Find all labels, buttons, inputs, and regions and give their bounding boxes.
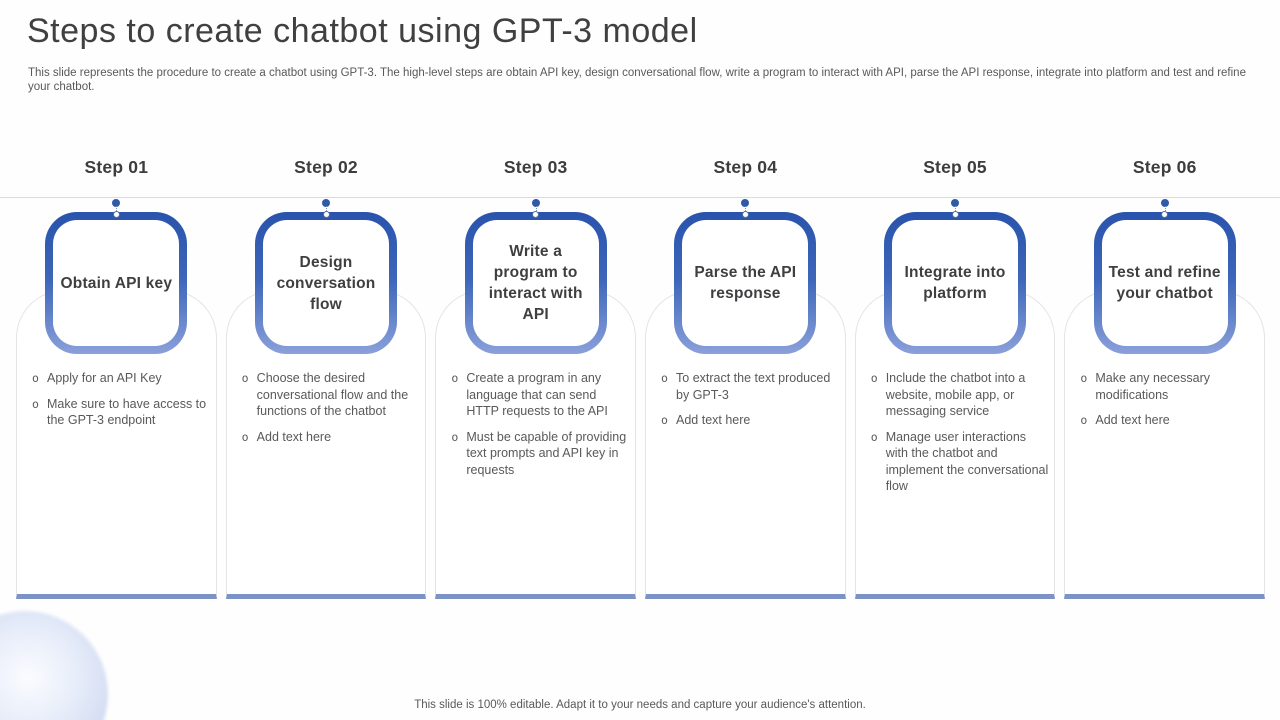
timeline-line <box>0 197 1280 198</box>
connector-node-icon <box>112 211 120 218</box>
bullet-text: Choose the desired conversational flow a… <box>256 371 409 418</box>
step-box: Integrate into platform <box>884 212 1027 354</box>
step-bullet-list: o To extract the text produced by GPT-3 … <box>658 370 841 438</box>
connector-line <box>326 206 327 215</box>
step-bullet-list: o Make any necessary modifications o Add… <box>1077 370 1260 438</box>
connector-node-icon <box>951 211 959 218</box>
bullet-text: To extract the text produced by GPT-3 <box>676 371 831 402</box>
step-column-5: Step 05 Integrate into platform o Includ… <box>854 155 1056 605</box>
slide-footer-note: This slide is 100% editable. Adapt it to… <box>414 699 866 711</box>
connector-node-icon <box>322 211 330 218</box>
bullet-text: Create a program in any language that ca… <box>466 371 608 418</box>
bullet-marker: o <box>32 396 39 411</box>
step-box-title: Test and refine your chatbot <box>1108 264 1221 302</box>
step-bullet-list: o Apply for an API Key o Make sure to ha… <box>29 370 212 438</box>
bullet-marker: o <box>870 371 878 385</box>
step-box: Obtain API key <box>45 212 188 354</box>
bullet-item: o Choose the desired conversational flow… <box>239 370 422 420</box>
bullet-text: Manage user interactions with the chatbo… <box>885 429 1049 494</box>
step-bullet-list: o Include the chatbot into a website, mo… <box>868 370 1051 504</box>
bullet-item: o Add text here <box>658 412 841 429</box>
steps-row: Step 01 Obtain API key o Apply for an AP… <box>16 155 1266 605</box>
connector-line <box>535 206 537 215</box>
bullet-marker: o <box>241 371 249 385</box>
bullet-marker: o <box>1080 371 1088 385</box>
step-box-title: Write a program to interact with API <box>488 243 583 323</box>
timeline-dot-icon <box>322 199 330 207</box>
step-box-inner: Test and refine your chatbot <box>1101 220 1228 346</box>
step-label: Step 04 <box>713 157 778 177</box>
bullet-text: Apply for an API Key <box>47 371 162 385</box>
bullet-item: o Manage user interactions with the chat… <box>868 429 1051 495</box>
bullet-text: Add text here <box>676 413 751 427</box>
page-title: Steps to create chatbot using GPT-3 mode… <box>27 12 698 50</box>
step-label: Step 03 <box>503 157 568 177</box>
timeline-dot-icon <box>112 199 121 207</box>
step-label: Step 01 <box>84 157 149 177</box>
timeline-dot-icon <box>1160 199 1169 207</box>
bullet-marker: o <box>661 413 668 427</box>
step-box-inner: Obtain API key <box>53 220 180 346</box>
bullet-item: o Apply for an API Key <box>29 370 212 387</box>
step-box-inner: Parse the API response <box>682 220 809 346</box>
bullet-marker: o <box>241 429 249 444</box>
bullet-item: o Add text here <box>1077 412 1260 429</box>
timeline-dot-icon <box>531 199 540 207</box>
step-box: Parse the API response <box>674 212 817 354</box>
timeline-dot-icon <box>951 199 960 207</box>
bullet-marker: o <box>451 429 459 444</box>
step-box-inner: Design conversation flow <box>263 220 389 346</box>
bullet-text: Add text here <box>256 429 332 444</box>
step-column-4: Step 04 Parse the API response o To extr… <box>645 155 846 605</box>
bullet-text: Add text here <box>1095 413 1170 427</box>
connector-node-icon <box>532 211 540 218</box>
connector-node-icon <box>1161 211 1169 218</box>
bullet-marker: o <box>32 371 39 385</box>
bullet-item: o To extract the text produced by GPT-3 <box>658 370 841 403</box>
bullet-item: o Make sure to have access to the GPT-3 … <box>29 396 212 429</box>
step-box: Design conversation flow <box>255 212 397 354</box>
step-box-title: Integrate into platform <box>904 264 1006 302</box>
step-box-title: Obtain API key <box>60 274 173 292</box>
bullet-marker: o <box>870 429 878 444</box>
bullet-item: o Make any necessary modifications <box>1077 370 1260 403</box>
step-label: Step 06 <box>1132 157 1197 177</box>
bullet-item: o Create a program in any language that … <box>448 370 631 420</box>
connector-line <box>955 206 957 215</box>
step-box-inner: Write a program to interact with API <box>472 220 599 346</box>
bullet-marker: o <box>1080 413 1088 427</box>
step-box: Write a program to interact with API <box>464 212 607 354</box>
connector-line <box>1164 206 1166 215</box>
step-column-1: Step 01 Obtain API key o Apply for an AP… <box>16 155 217 605</box>
bullet-item: o Include the chatbot into a website, mo… <box>868 370 1051 420</box>
connector-line <box>116 206 118 215</box>
bullet-marker: o <box>661 371 668 385</box>
step-box: Test and refine your chatbot <box>1093 212 1236 354</box>
step-card <box>225 290 427 599</box>
bullet-text: Make any necessary modifications <box>1095 371 1210 402</box>
step-column-2: Step 02 Design conversation flow o Choos… <box>225 155 427 605</box>
connector-node-icon <box>741 211 749 218</box>
bullet-item: o Must be capable of providing text prom… <box>448 429 631 479</box>
step-label: Step 05 <box>923 157 987 177</box>
bullet-text: Include the chatbot into a website, mobi… <box>885 371 1026 418</box>
step-bullet-list: o Choose the desired conversational flow… <box>239 370 422 454</box>
bullet-text: Must be capable of providing text prompt… <box>466 429 627 477</box>
step-box-inner: Integrate into platform <box>892 220 1019 346</box>
connector-line <box>745 206 747 215</box>
bullet-item: o Add text here <box>239 429 422 446</box>
bullet-text: Make sure to have access to the GPT-3 en… <box>47 396 207 428</box>
timeline-dot-icon <box>741 199 750 207</box>
step-box-title: Parse the API response <box>694 264 797 302</box>
step-box-title: Design conversation flow <box>276 253 376 313</box>
slide-subtitle: This slide represents the procedure to c… <box>28 67 1246 93</box>
bullet-marker: o <box>451 371 459 385</box>
step-label: Step 02 <box>294 157 358 177</box>
step-column-6: Step 06 Test and refine your chatbot o M… <box>1064 155 1266 605</box>
step-bullet-list: o Create a program in any language that … <box>448 370 631 487</box>
step-column-3: Step 03 Write a program to interact with… <box>435 155 637 605</box>
